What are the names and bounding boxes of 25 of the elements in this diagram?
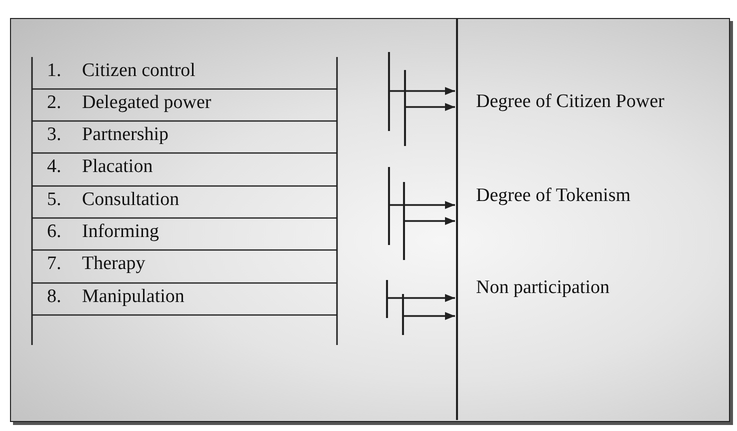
rung-number: 4. [47,156,62,178]
rung-number: 2. [47,92,62,114]
rung-label: Consultation [82,189,180,211]
rung-number: 8. [47,286,62,308]
arrow [403,312,455,320]
rung-number: 6. [47,221,62,243]
arrow [405,103,455,111]
category-label: Degree of Citizen Power [476,86,676,117]
category-label: Non participation [476,272,716,303]
rung-number: 3. [47,124,62,146]
rung-number: 7. [47,253,62,275]
rung-number: 5. [47,189,62,211]
arrow [387,294,455,302]
rung-label: Citizen control [82,60,196,82]
arrow [389,201,455,209]
rung-label: Placation [82,156,153,178]
arrow [389,87,455,95]
rung-label: Partnership [82,124,169,146]
rung-label: Informing [82,221,160,243]
rung-label: Delegated power [82,92,212,114]
arrow [404,217,455,225]
rung-label: Manipulation [82,286,184,308]
category-label: Degree of Tokenism [476,180,676,211]
rung-label: Therapy [82,253,146,275]
rung-number: 1. [47,60,62,82]
